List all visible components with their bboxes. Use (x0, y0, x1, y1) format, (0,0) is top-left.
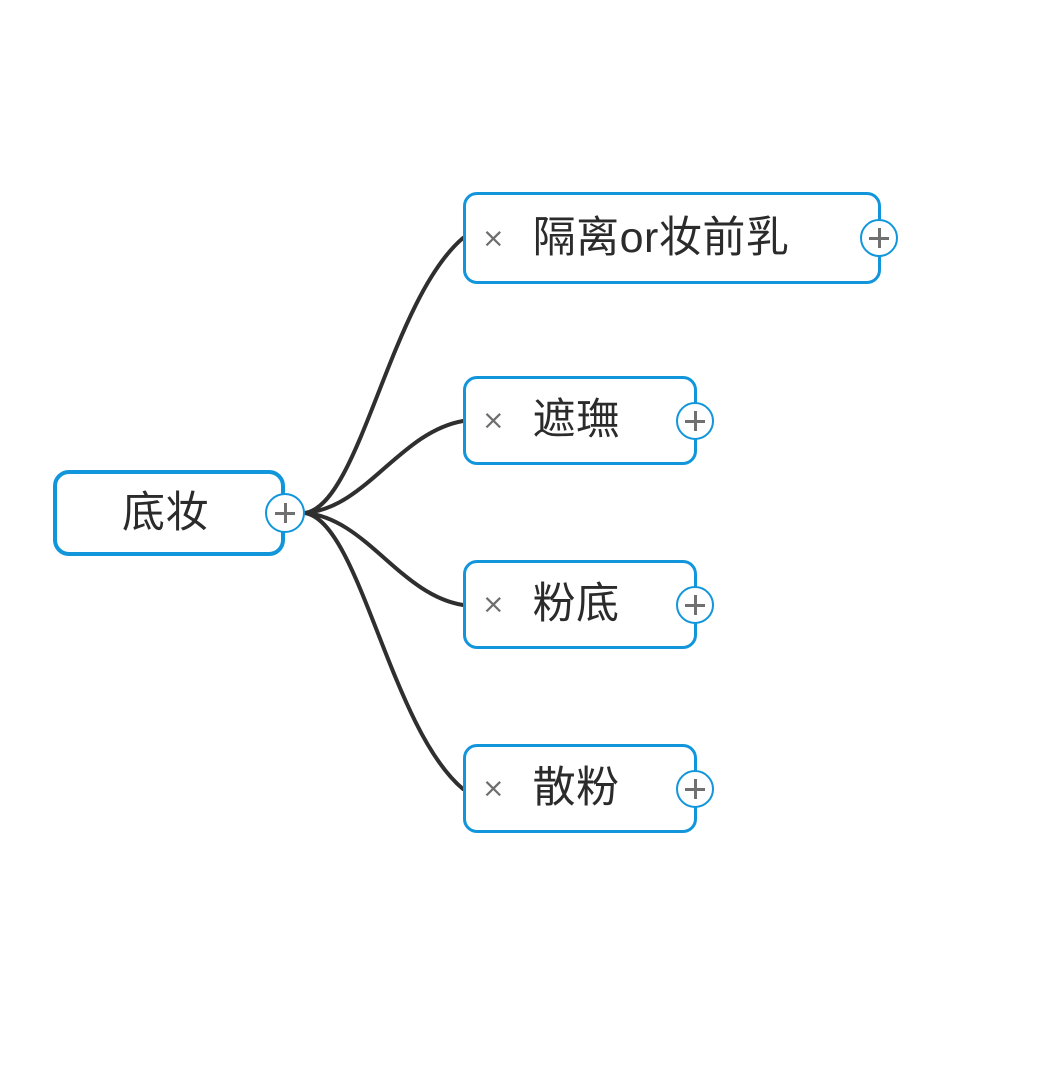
mindmap-child-node-2[interactable]: × 遮璑 (463, 376, 697, 465)
add-child-icon-child-4[interactable] (676, 770, 714, 808)
add-child-icon-child-3[interactable] (676, 586, 714, 624)
mindmap-child-node-3[interactable]: × 粉底 (463, 560, 697, 649)
connector-root-to-child-4 (303, 511, 465, 791)
child-node-1-label: 隔离or妆前乳 (532, 213, 790, 262)
child-node-4-label: 散粉 (532, 764, 620, 812)
plus-vertical-bar (693, 779, 697, 799)
connector-root-to-child-2 (303, 419, 465, 515)
child-node-3-label: 粉底 (532, 580, 620, 628)
plus-vertical-bar (283, 503, 287, 523)
mindmap-child-node-1[interactable]: × 隔离or妆前乳 (463, 192, 881, 284)
connector-root-to-child-3 (303, 511, 465, 607)
connector-root-to-child-1 (303, 236, 465, 515)
plus-vertical-bar (877, 228, 881, 248)
close-icon-child-2[interactable]: × (482, 405, 505, 436)
close-icon-child-3[interactable]: × (482, 589, 505, 620)
add-child-icon-child-2[interactable] (676, 402, 714, 440)
add-child-icon-child-1[interactable] (860, 219, 898, 257)
mindmap-root-node[interactable]: 底妆 (53, 470, 285, 556)
close-icon-child-1[interactable]: × (482, 222, 505, 254)
add-child-icon-root[interactable] (265, 493, 305, 533)
child-node-2-label: 遮璑 (532, 396, 620, 444)
plus-vertical-bar (693, 411, 697, 431)
close-icon-child-4[interactable]: × (482, 773, 505, 804)
mindmap-child-node-4[interactable]: × 散粉 (463, 744, 697, 833)
plus-vertical-bar (693, 595, 697, 615)
root-node-label: 底妆 (122, 488, 209, 537)
